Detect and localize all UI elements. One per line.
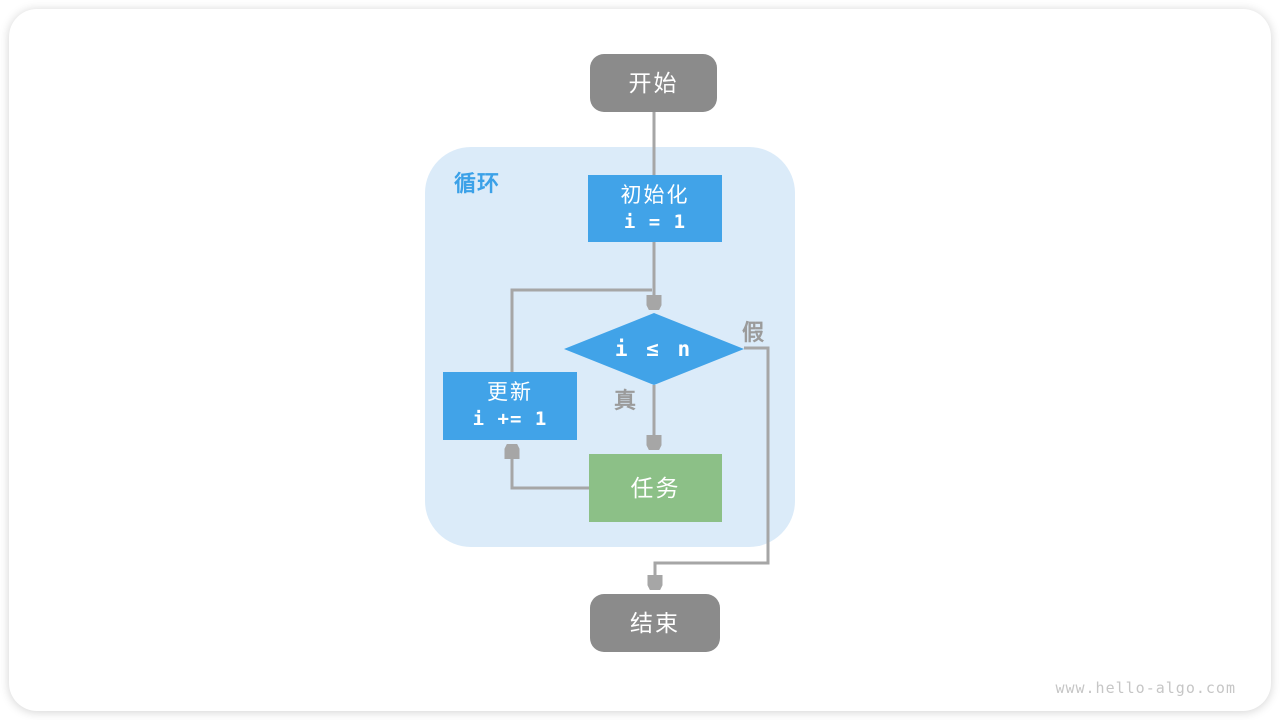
start-label: 开始: [628, 69, 679, 96]
update-title: 更新: [487, 381, 533, 404]
watermark: www.hello-algo.com: [1055, 679, 1236, 697]
task-node: 任务: [589, 454, 722, 522]
false-branch-label: 假: [742, 320, 765, 345]
task-label: 任务: [630, 474, 681, 501]
init-node: 初始化 i = 1: [588, 175, 722, 242]
condition-label: i ≤ n: [614, 337, 694, 361]
edge-update-loopback: [510, 288, 652, 372]
end-label: 结束: [630, 609, 680, 636]
init-title: 初始化: [620, 183, 690, 207]
init-code: i = 1: [623, 210, 687, 233]
update-node: 更新 i += 1: [443, 372, 577, 440]
edge-task-update: [512, 448, 589, 490]
edge-condition-end-false: [655, 346, 770, 586]
true-branch-label: 真: [614, 388, 637, 413]
loop-label: 循环: [454, 171, 501, 196]
update-code: i += 1: [472, 408, 548, 431]
start-node: 开始: [590, 54, 717, 112]
end-node: 结束: [590, 594, 720, 652]
